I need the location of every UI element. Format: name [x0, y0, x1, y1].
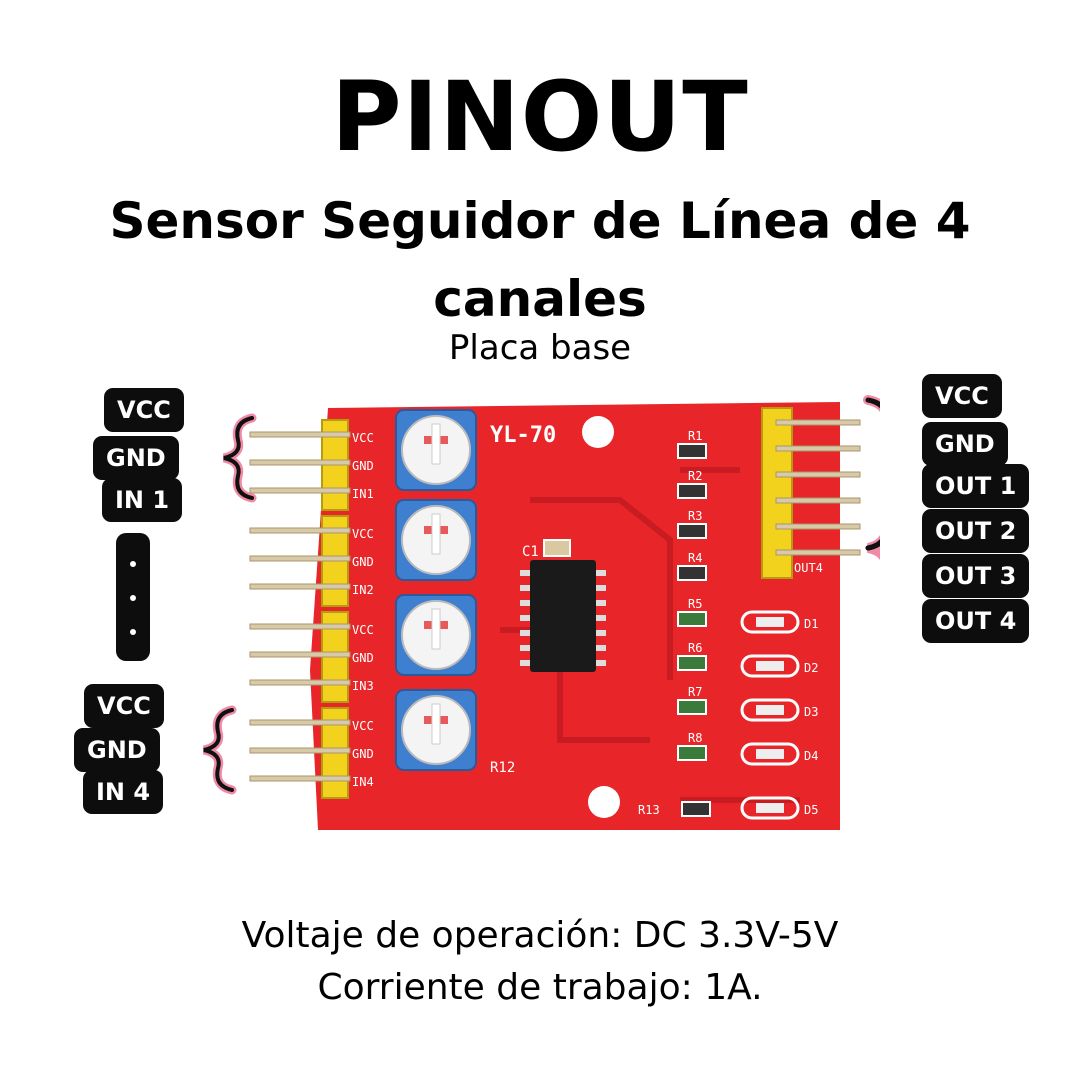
spec-current: Corriente de trabajo: 1A. [317, 967, 763, 1008]
pin-label-vcc-2: VCC [352, 527, 374, 541]
resistor-r3 [677, 523, 707, 539]
led-d2 [740, 654, 800, 678]
label-right-out3: OUT 3 [922, 554, 1030, 598]
label-left-in4: IN 4 [83, 770, 164, 814]
label-right-vcc: VCC [922, 374, 1002, 418]
pin-label-gnd-4: GND [352, 747, 374, 761]
potentiometer-2 [395, 499, 477, 581]
page-subtitle: Sensor Seguidor de Línea de 4 canales [90, 182, 990, 338]
bracket-left-top [222, 413, 257, 503]
caption: Placa base [448, 328, 632, 368]
mounting-hole-bottom [588, 786, 620, 818]
pin-label-in2-2: IN2 [352, 583, 374, 597]
right-header-label: OUT4 [794, 561, 823, 575]
potentiometers [395, 409, 477, 771]
led-d4 [740, 742, 800, 766]
resistor-label-r5: R5 [688, 597, 702, 611]
resistor-r1 [677, 443, 707, 459]
resistor-label-r13: R13 [638, 803, 660, 817]
subtitle-line-2: canales [433, 270, 647, 328]
ellipsis-marker [116, 533, 150, 661]
capacitor-label: C1 [522, 544, 539, 560]
pin-label-in4-4: IN4 [352, 775, 374, 789]
resistor-r8 [677, 745, 707, 761]
resistor-label-r7: R7 [688, 685, 702, 699]
label-left-gnd-top: GND [93, 436, 179, 480]
resistor-label-r2: R2 [688, 469, 702, 483]
resistor-r4 [677, 565, 707, 581]
pin-label-vcc-4: VCC [352, 719, 374, 733]
led-d1 [740, 610, 800, 634]
label-left-vcc-top: VCC [104, 388, 184, 432]
resistor-label-r1: R1 [688, 429, 702, 443]
subtitle-line-1: Sensor Seguidor de Línea de 4 [109, 192, 971, 250]
label-right-out4: OUT 4 [922, 599, 1030, 643]
potentiometer-4 [395, 689, 477, 771]
resistor-r2 [677, 483, 707, 499]
resistor-r5 [677, 611, 707, 627]
pin-label-gnd-1: GND [352, 459, 374, 473]
pot-label: R12 [490, 760, 515, 776]
specifications: Voltaje de operación: DC 3.3V-5V Corrien… [0, 910, 1080, 1014]
resistor-label-r4: R4 [688, 551, 702, 565]
ic-chip [520, 560, 606, 672]
resistor-label-r8: R8 [688, 731, 702, 745]
label-left-vcc-bottom: VCC [84, 684, 164, 728]
led-label-d2: D2 [804, 661, 818, 675]
pin-label-in3-3: IN3 [352, 679, 374, 693]
spec-voltage: Voltaje de operación: DC 3.3V-5V [241, 915, 839, 956]
potentiometer-1 [395, 409, 477, 491]
led-label-d3: D3 [804, 705, 818, 719]
label-right-out1: OUT 1 [922, 464, 1030, 508]
label-right-gnd: GND [922, 422, 1008, 466]
pin-label-vcc-3: VCC [352, 623, 374, 637]
right-header [761, 407, 861, 579]
mounting-hole-top [582, 416, 614, 448]
resistor-r7 [677, 699, 707, 715]
board-diagram: YL-70 VCCGNDIN1VCCGNDIN2VCCGNDIN3VCCGNDI… [202, 395, 880, 830]
resistor-label-r3: R3 [688, 509, 702, 523]
led-label-d1: D1 [804, 617, 818, 631]
resistor-label-r6: R6 [688, 641, 702, 655]
label-right-out2: OUT 2 [922, 509, 1030, 553]
label-left-in1: IN 1 [102, 478, 183, 522]
page-title: PINOUT [331, 61, 749, 173]
label-left-gnd-bottom: GND [74, 728, 160, 772]
bracket-right [863, 395, 880, 561]
pin-label-in1-1: IN1 [352, 487, 374, 501]
pin-label-gnd-3: GND [352, 651, 374, 665]
led-label-d5: D5 [804, 803, 818, 817]
led-d5 [740, 796, 800, 820]
bracket-left-bottom [202, 705, 237, 795]
pin-label-gnd-2: GND [352, 555, 374, 569]
board-model-label: YL-70 [490, 423, 556, 448]
resistor-r6 [677, 655, 707, 671]
pin-label-vcc-1: VCC [352, 431, 374, 445]
led-label-d4: D4 [804, 749, 818, 763]
resistor-r13 [681, 801, 711, 817]
potentiometer-3 [395, 594, 477, 676]
capacitor-c1 [543, 539, 571, 557]
led-d3 [740, 698, 800, 722]
